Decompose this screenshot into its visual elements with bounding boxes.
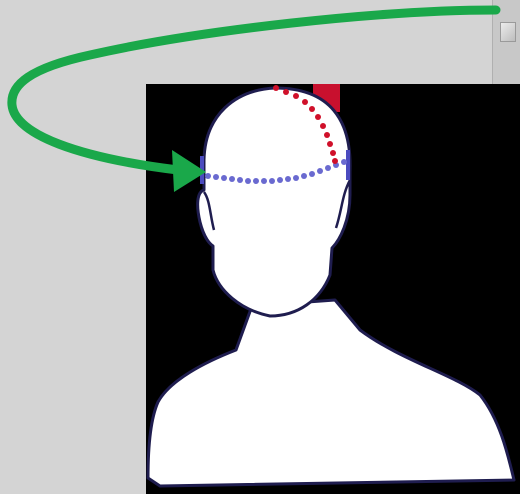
- shoulders-silhouette: [148, 300, 514, 486]
- circumference-tick-right: [346, 150, 350, 180]
- head-silhouette: [198, 88, 350, 316]
